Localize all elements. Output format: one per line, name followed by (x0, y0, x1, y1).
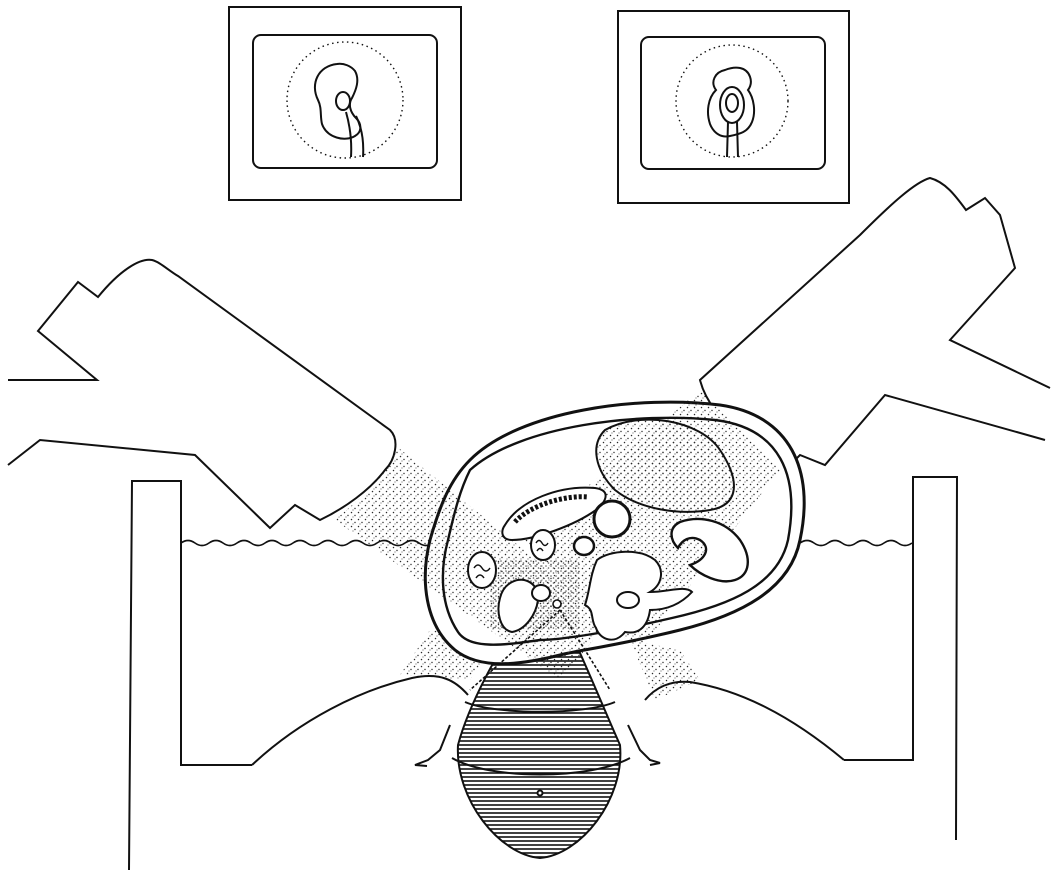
kidney-longitudinal-image (708, 68, 754, 157)
lower-right-beam (630, 640, 700, 700)
left-ultrasound-transducer (8, 260, 395, 528)
left-kidney (468, 552, 496, 588)
kidney-cross-section-image (315, 64, 363, 157)
left-monitor (229, 7, 461, 200)
gallbladder (594, 501, 630, 537)
right-monitor (618, 11, 849, 203)
